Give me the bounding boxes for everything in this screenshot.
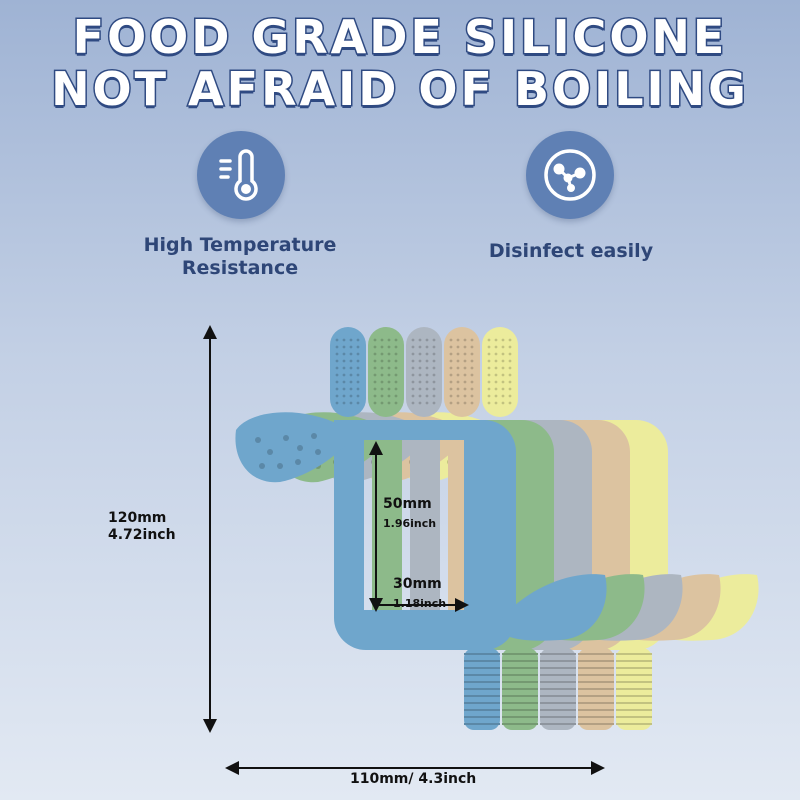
inner-width-label: 30mm 1.18inch (393, 574, 446, 612)
teether-variant (235, 327, 607, 730)
feature-label-line: High Temperature (143, 234, 337, 256)
inner-width-mm: 30mm (393, 576, 442, 592)
height-dimension-label: 120mm 4.72inch (108, 510, 176, 544)
teether-color-variants (235, 327, 759, 730)
inner-height-label: 50mm 1.96inch (383, 494, 436, 532)
headline-line-1: FOOD GRADE SILICONE (71, 9, 728, 66)
thermometer-icon (197, 131, 285, 219)
height-mm: 120mm (108, 510, 167, 526)
width-dimension-label: 110mm/ 4.3inch (350, 771, 477, 787)
feature-label-line: Resistance (181, 257, 299, 279)
inner-height-mm: 50mm (383, 496, 432, 512)
dimension-lines (203, 325, 605, 775)
inner-width-in: 1.18inch (393, 597, 447, 610)
feature-label-disinfect: Disinfect easily (488, 240, 654, 262)
headline-line-2: NOT AFRAID OF BOILING (50, 61, 749, 118)
inner-height-in: 1.96inch (383, 517, 437, 530)
height-in: 4.72inch (108, 527, 176, 543)
feature-label-heat-resistance: High Temperature Resistance (100, 234, 380, 280)
molecule-icon (526, 131, 614, 219)
